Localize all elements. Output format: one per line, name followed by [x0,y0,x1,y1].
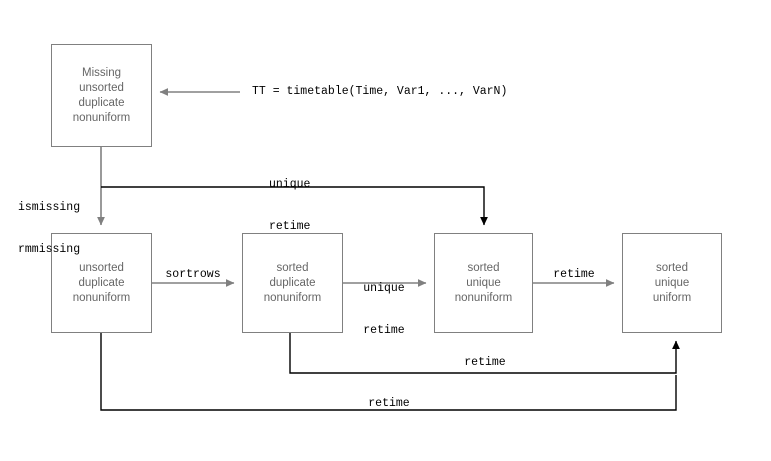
edge-label-constructor: TT = timetable(Time, Var1, ..., VarN) [252,85,508,98]
edge-label-retime-feedback-mid: retime [464,356,506,369]
node-label-line: unsorted [79,261,124,274]
node-label-line: Missing [82,66,121,79]
node-label-line: duplicate [269,276,316,289]
edge-label-retime-to-uniform: retime [553,268,595,281]
node-label-line: duplicate [78,96,125,109]
node-label-line: sorted [656,261,688,274]
node-label-line: nonuniform [263,291,322,304]
node-unsorted-duplicate-nonuniform[interactable]: unsorted duplicate nonuniform [51,233,152,333]
node-label-line: sorted [467,261,500,274]
node-sorted-unique-uniform[interactable]: sorted unique uniform [622,233,722,333]
edge-label-ismissing-rmmissing: ismissing rmmissing [18,173,80,285]
node-label-line: nonuniform [72,111,131,124]
node-label-line: nonuniform [454,291,513,304]
edge-label-line: unique [363,282,405,295]
node-sorted-unique-nonuniform[interactable]: sorted unique nonuniform [434,233,533,333]
node-label-line: sorted [276,261,309,274]
edge-label-retime-feedback-bottom: retime [368,397,410,410]
edge-label-line: unique [269,178,311,191]
node-sorted-duplicate-nonuniform[interactable]: sorted duplicate nonuniform [242,233,343,333]
edge-label-unique-retime-top: unique retime [269,150,310,262]
edge-label-line: retime [269,220,311,233]
edge-label-unique-retime-mid: unique retime [344,254,424,366]
node-missing-unsorted-duplicate-nonuniform[interactable]: Missing unsorted duplicate nonuniform [51,44,152,147]
node-label-line: nonuniform [72,291,131,304]
edge-label-line: ismissing [18,201,81,214]
edge-label-line: rmmissing [18,243,81,256]
node-label-line: duplicate [78,276,125,289]
node-label-line: unique [466,276,501,289]
edge-label-line: retime [363,324,405,337]
edge-label-sortrows: sortrows [165,268,221,281]
node-label-line: unique [654,276,690,289]
node-label-line: unsorted [79,81,124,94]
node-label-line: uniform [652,291,692,304]
